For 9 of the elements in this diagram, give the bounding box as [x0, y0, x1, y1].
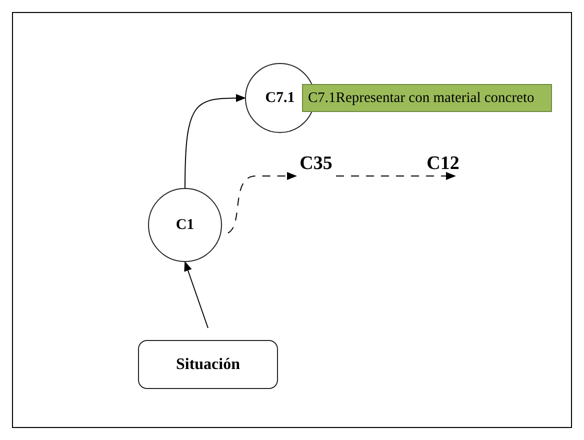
dashed-arrow: [228, 172, 297, 234]
node-label: C12: [425, 154, 461, 176]
arrow: [184, 261, 208, 328]
description-box: C7.1Representar con material concreto: [302, 84, 552, 112]
node-circle: C1: [148, 188, 222, 262]
node-label: C35: [296, 154, 336, 176]
arrow: [184, 94, 246, 188]
process-box: Situación: [138, 340, 278, 389]
dashed-arrow: [336, 172, 456, 180]
